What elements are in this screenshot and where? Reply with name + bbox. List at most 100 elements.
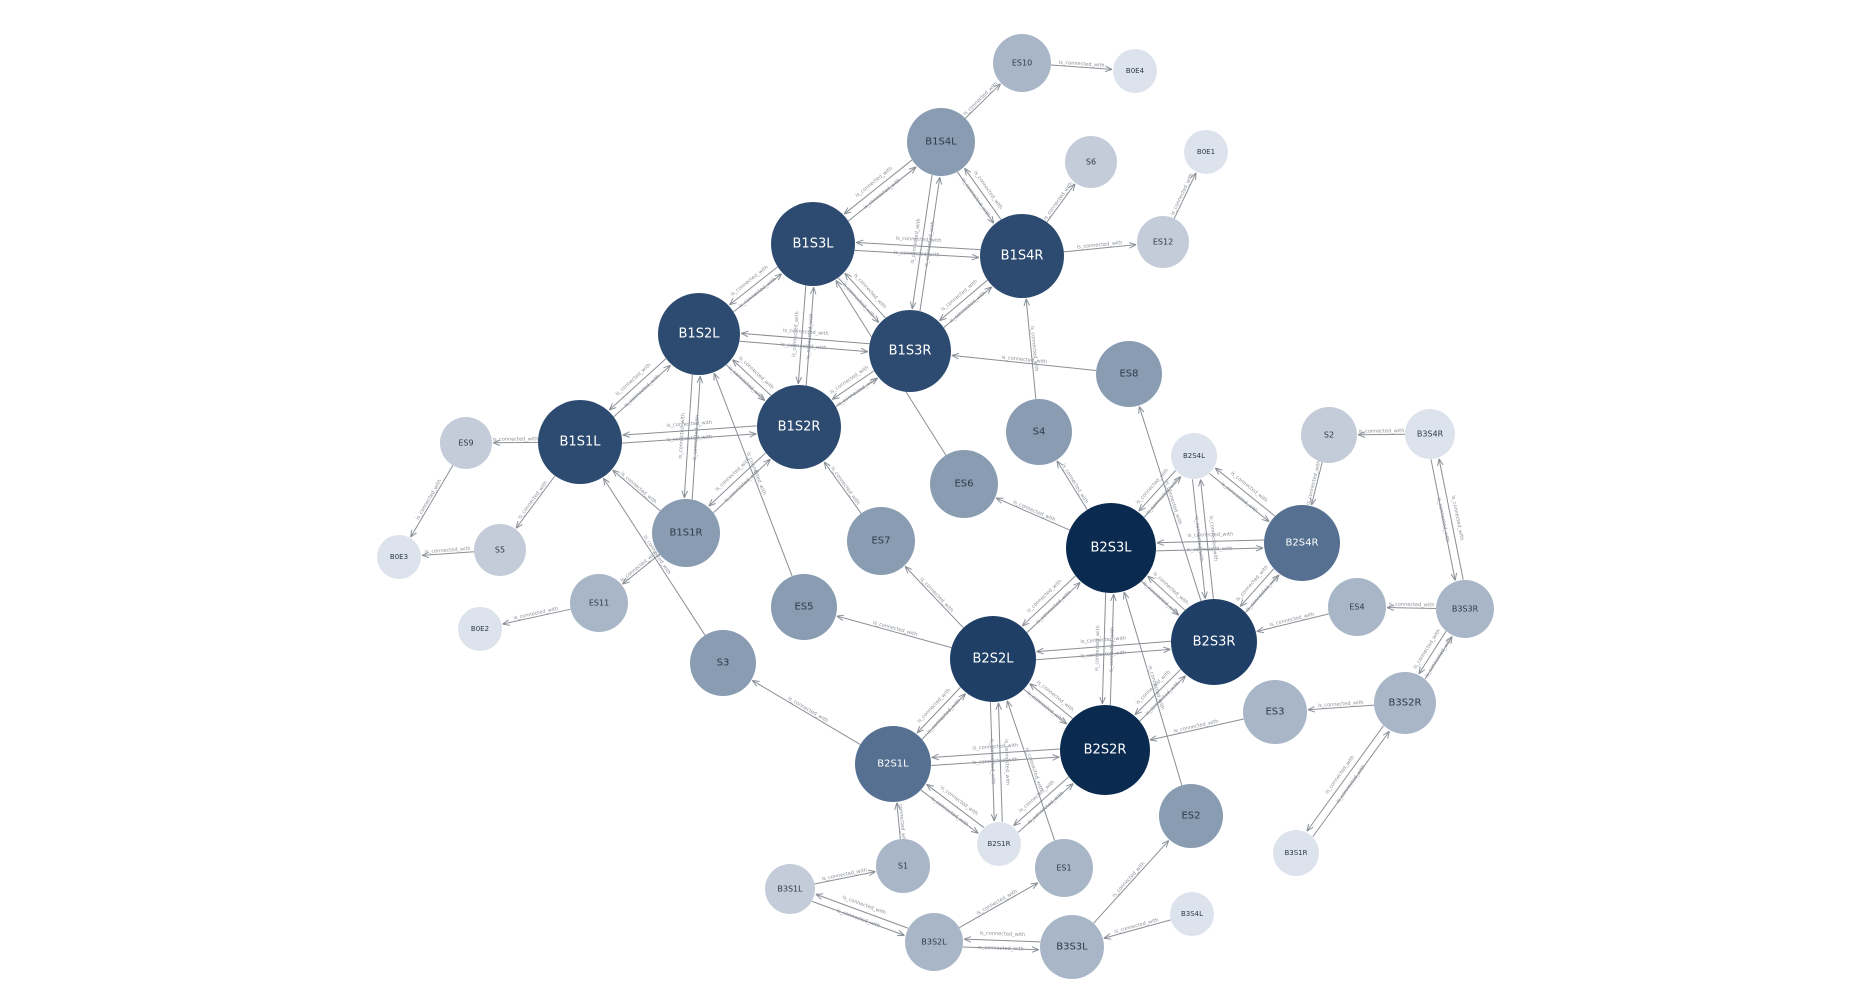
edge-B3S3R-ES4[interactable]: is_connected_with (1387, 602, 1437, 609)
node-ES3[interactable]: ES3 (1243, 680, 1307, 744)
edge-S2-B2S4R[interactable]: is_connected_with (1305, 460, 1323, 506)
node-circle[interactable] (474, 524, 526, 576)
edge-B1S2R-B1S3L[interactable]: is_connected_with (805, 287, 814, 386)
edge-B1S2L-B1S3L[interactable]: is_connected_with (733, 274, 782, 313)
edge-B1S1L-ES9[interactable]: is_connected_with (493, 436, 539, 442)
node-ES9[interactable]: ES9 (440, 417, 492, 469)
edge-line[interactable] (1109, 594, 1113, 706)
node-circle[interactable] (1066, 503, 1156, 593)
edge-line[interactable] (1030, 684, 1073, 719)
edge-B2S2L-B2S3R[interactable]: is_connected_with (1036, 649, 1170, 661)
edge-line[interactable] (943, 287, 992, 328)
node-circle[interactable] (1328, 578, 1386, 636)
edge-line[interactable] (919, 177, 940, 312)
edge-line[interactable] (422, 551, 475, 556)
edge-B3S4R-S2[interactable]: is_connected_with (1358, 428, 1406, 434)
edge-S1-B2S1L[interactable]: is_connected_with (896, 798, 907, 844)
node-circle[interactable] (993, 34, 1051, 92)
edge-line[interactable] (1050, 64, 1112, 69)
node-B0E4[interactable]: B0E4 (1113, 49, 1157, 93)
edge-B2S3L-B2S2L[interactable]: is_connected_with (1022, 575, 1076, 626)
edge-B3S2L-ES1[interactable]: is_connected_with (958, 883, 1038, 929)
edge-line[interactable] (613, 470, 661, 512)
edge-line[interactable] (932, 748, 1060, 757)
node-B1S4R[interactable]: B1S4R (980, 214, 1064, 298)
node-S5[interactable]: S5 (474, 524, 526, 576)
edge-B3S2L-B3S3L[interactable]: is_connected_with (962, 945, 1039, 953)
node-circle[interactable] (771, 202, 855, 286)
edge-line[interactable] (1036, 649, 1170, 661)
node-B2S1R[interactable]: B2S1R (977, 822, 1021, 866)
edge-line[interactable] (856, 242, 981, 251)
edge-B1S4L-B1S4R[interactable]: is_connected_with (957, 171, 993, 223)
edge-B1S2L-B1S1L[interactable]: is_connected_with (609, 358, 667, 411)
edge-B3S2R-ES3[interactable]: is_connected_with (1308, 700, 1375, 710)
edge-line[interactable] (824, 462, 862, 514)
node-S1[interactable]: S1 (876, 839, 930, 893)
edge-line[interactable] (1139, 406, 1202, 602)
node-B3S1L[interactable]: B3S1L (765, 864, 815, 914)
node-circle[interactable] (1273, 830, 1319, 876)
node-S4[interactable]: S4 (1006, 399, 1072, 465)
edge-ES10-B0E4[interactable]: is_connected_with (1050, 60, 1112, 70)
node-circle[interactable] (1035, 839, 1093, 897)
edge-line[interactable] (1173, 173, 1196, 219)
node-circle[interactable] (1065, 136, 1117, 188)
edge-line[interactable] (1419, 631, 1447, 674)
node-B2S2L[interactable]: B2S2L (950, 616, 1036, 702)
edge-B1S1R-B1S1L[interactable]: is_connected_with (613, 470, 661, 512)
edge-B2S2L-B2S2R[interactable]: is_connected_with (1023, 688, 1067, 724)
node-B2S2R[interactable]: B2S2R (1060, 705, 1150, 795)
edge-B1S4R-ES12[interactable]: is_connected_with (1063, 240, 1136, 253)
edge-line[interactable] (609, 358, 667, 411)
edge-line[interactable] (998, 703, 1003, 822)
node-S6[interactable]: S6 (1065, 136, 1117, 188)
edge-B1S3L-B1S2R[interactable]: is_connected_with (791, 285, 807, 384)
edge-B1S3L-B1S4R[interactable]: is_connected_with (854, 249, 979, 259)
node-circle[interactable] (1171, 599, 1257, 685)
edge-B1S1L-B1S2R[interactable]: is_connected_with (622, 434, 756, 444)
node-B2S3R[interactable]: B2S3R (1171, 599, 1257, 685)
node-circle[interactable] (1113, 49, 1157, 93)
edge-line[interactable] (958, 883, 1038, 929)
edge-ES4-B2S3R[interactable]: is_connected_with (1257, 611, 1329, 631)
edge-B3S2R-B3S1R[interactable]: is_connected_with (1307, 725, 1384, 832)
edge-S5-B0E3[interactable]: is_connected_with (422, 546, 475, 556)
edge-B2S3L-S4[interactable]: is_connected_with (1057, 461, 1089, 511)
edge-line[interactable] (1209, 473, 1269, 522)
node-circle[interactable] (876, 839, 930, 893)
edge-line[interactable] (411, 465, 454, 537)
edge-line[interactable] (920, 789, 978, 833)
edge-line[interactable] (1017, 784, 1073, 833)
edge-B2S4R-B2S4L[interactable]: is_connected_with (1215, 468, 1276, 517)
edge-line[interactable] (1141, 580, 1179, 615)
edge-line[interactable] (848, 167, 916, 222)
edge-ES3-B2S2R[interactable]: is_connected_with (1150, 718, 1244, 740)
node-ES11[interactable]: ES11 (570, 574, 628, 632)
node-circle[interactable] (977, 822, 1021, 866)
node-circle[interactable] (980, 214, 1064, 298)
edge-line[interactable] (854, 249, 979, 257)
node-ES12[interactable]: ES12 (1137, 216, 1189, 268)
edge-line[interactable] (912, 174, 933, 309)
edge-B3S1L-S1[interactable]: is_connected_with (814, 867, 875, 885)
edge-line[interactable] (927, 784, 985, 828)
node-circle[interactable] (1040, 915, 1104, 979)
edge-line[interactable] (1430, 459, 1455, 580)
edge-line[interactable] (732, 360, 772, 396)
edge-line[interactable] (1311, 462, 1323, 505)
edge-B2S1L-B2S2R[interactable]: is_connected_with (931, 757, 1059, 766)
edge-line[interactable] (1093, 840, 1169, 924)
edge-line[interactable] (603, 478, 706, 636)
edge-line[interactable] (729, 266, 778, 305)
edge-line[interactable] (1191, 479, 1205, 598)
edge-B2S2R-B2S3L[interactable]: is_connected_with (1109, 594, 1116, 706)
node-circle[interactable] (1096, 341, 1162, 407)
edge-ES7-B1S2R[interactable]: is_connected_with (824, 462, 862, 514)
node-circle[interactable] (1170, 892, 1214, 936)
edge-line[interactable] (917, 687, 961, 733)
node-circle[interactable] (1264, 505, 1340, 581)
edge-line[interactable] (1022, 575, 1076, 626)
edge-line[interactable] (798, 285, 807, 384)
edge-line[interactable] (709, 452, 766, 506)
